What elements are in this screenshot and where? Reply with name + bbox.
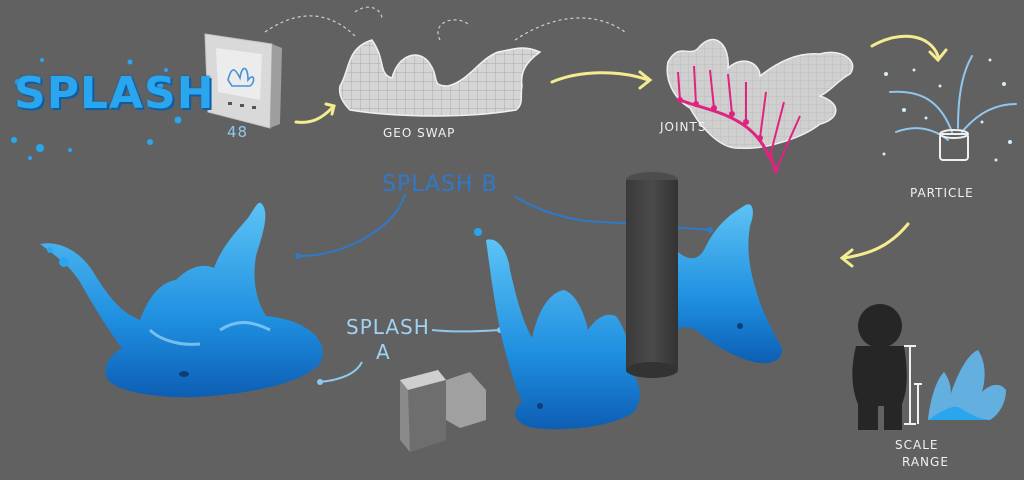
flow-arrows — [294, 34, 948, 268]
splash-a-label-line1: SPLASH — [346, 315, 430, 339]
splash-a-middle — [474, 228, 640, 430]
particle-label: PARTICLE — [910, 186, 974, 200]
joints-label: JOINTS — [660, 120, 707, 134]
geometry-cube — [400, 370, 486, 452]
motion-arcs — [264, 6, 626, 41]
title-droplets — [11, 58, 182, 160]
pillar — [626, 172, 678, 378]
splash-b-right — [678, 204, 783, 364]
geo-swap-label: GEO SWAP — [383, 126, 456, 140]
splash-b-left — [40, 202, 323, 398]
geo-swap-mesh — [338, 39, 542, 117]
scale-reference — [852, 304, 1006, 430]
splash-b-label: SPLASH B — [382, 172, 498, 197]
splash-a-label-line2: A — [376, 340, 391, 364]
joints-mesh — [666, 38, 854, 173]
leader-lines — [295, 193, 713, 385]
particle-emitter — [882, 55, 1017, 162]
frame-count-label: 48 — [227, 123, 249, 141]
scale-range-label-line1: SCALE — [895, 438, 939, 452]
flipbook-icon — [204, 33, 282, 129]
sheet-title: SPLASH — [14, 68, 215, 119]
scale-range-label-line2: RANGE — [902, 455, 949, 469]
